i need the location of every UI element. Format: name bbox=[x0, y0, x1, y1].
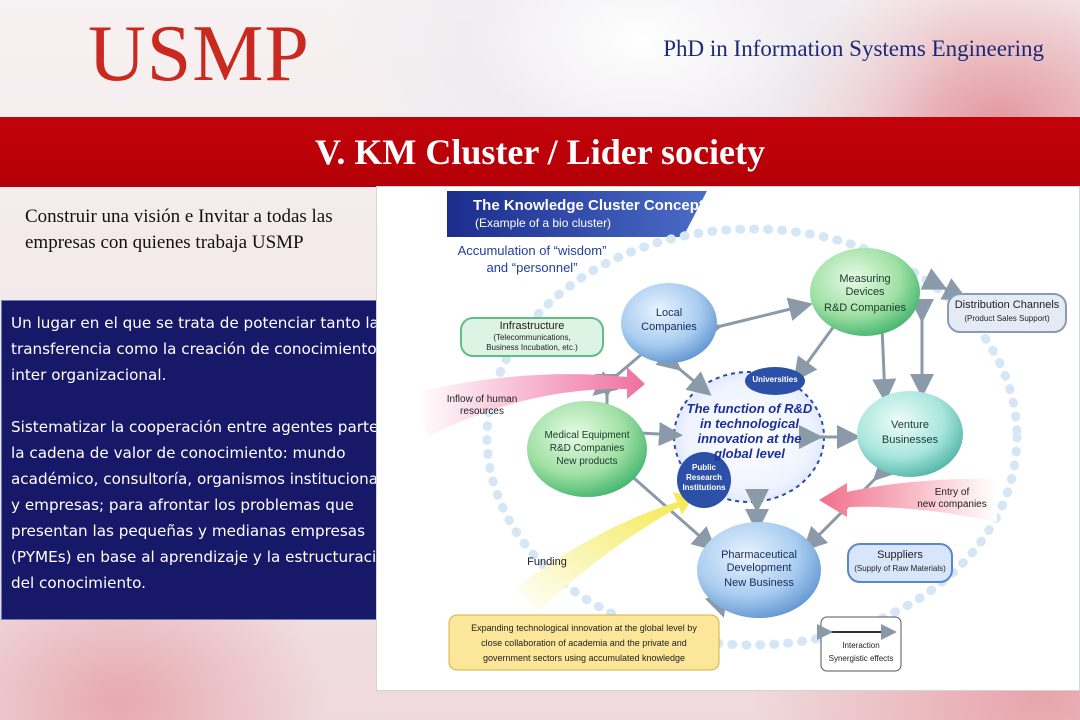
public-label-3: Institutions bbox=[682, 483, 726, 492]
inflow-label-2: resources bbox=[460, 406, 504, 417]
program-subtitle: PhD in Information Systems Engineering bbox=[663, 36, 1044, 61]
suppliers-label: Suppliers bbox=[877, 549, 923, 561]
expanding-box bbox=[448, 614, 720, 671]
infrastructure-box bbox=[460, 317, 604, 357]
center-label-2: in technological bbox=[700, 416, 799, 431]
center-label-1: The function of R&D bbox=[686, 401, 813, 416]
center-label-3: innovation at the bbox=[697, 431, 802, 446]
inflow-label-1: Inflow of human bbox=[446, 394, 518, 405]
venture-businesses-node bbox=[857, 391, 963, 477]
usmp-logo: USMP bbox=[88, 10, 310, 98]
description-paragraph-2: Sistematizar la cooperación entre agente… bbox=[11, 418, 403, 592]
inflow-arrow bbox=[417, 367, 645, 437]
local-companies-node bbox=[621, 283, 717, 363]
banner-title: The Knowledge Cluster Concept bbox=[473, 197, 704, 214]
suppliers-detail: (Supply of Raw Materials) bbox=[854, 564, 946, 573]
distribution-box bbox=[947, 293, 1067, 333]
universities-label: Universities bbox=[752, 375, 798, 384]
venture-label-2: Businesses bbox=[881, 434, 939, 446]
distribution-label: Distribution Channels bbox=[954, 299, 1060, 311]
measuring-label-2: Devices bbox=[845, 286, 885, 298]
legend-label-2: Synergistic effects bbox=[828, 654, 894, 663]
local-companies-label-1: Local bbox=[655, 307, 683, 319]
funding-arrow bbox=[517, 492, 693, 612]
medical-equipment-node bbox=[527, 401, 647, 497]
measuring-devices-node bbox=[810, 248, 920, 336]
funding-label: Funding bbox=[527, 556, 567, 568]
banner-shape bbox=[447, 191, 707, 237]
pharmaceutical-node bbox=[697, 522, 821, 618]
venture-label-1: Venture bbox=[891, 419, 929, 431]
public-research-node bbox=[677, 452, 731, 508]
intro-text: Construir una visión e Invitar a todas l… bbox=[25, 206, 333, 253]
measuring-label-1: Measuring bbox=[839, 273, 891, 285]
accumulation-text-1: Accumulation of “wisdom” bbox=[457, 243, 607, 258]
medical-label-1: Medical Equipment bbox=[544, 430, 630, 441]
banner-subtitle: (Example of a bio cluster) bbox=[475, 216, 612, 230]
description-paragraph-1: Un lugar en el que se trata de potenciar… bbox=[11, 314, 379, 384]
infrastructure-label: Infrastructure bbox=[499, 320, 565, 332]
universities-node bbox=[745, 367, 805, 395]
slide-title: V. KM Cluster / Lider society bbox=[315, 132, 765, 172]
pharma-label-1: Pharmaceutical bbox=[721, 549, 797, 561]
entry-label-1: Entry of bbox=[934, 487, 970, 498]
description-box: Un lugar en el que se trata de potenciar… bbox=[1, 300, 412, 620]
expanding-text-2: close collaboration of academia and the … bbox=[481, 638, 687, 648]
pharma-label-3: New Business bbox=[724, 577, 794, 589]
cluster-ring bbox=[482, 224, 1022, 650]
expanding-text-1: Expanding technological innovation at th… bbox=[471, 623, 697, 633]
infrastructure-detail-2: Business Incubation, etc.) bbox=[486, 343, 578, 352]
public-label-1: Public bbox=[691, 463, 716, 472]
medical-label-3: New products bbox=[556, 456, 618, 467]
local-companies-label-2: Companies bbox=[641, 321, 697, 333]
title-bar: V. KM Cluster / Lider society bbox=[0, 117, 1080, 187]
legend-label-1: Interaction bbox=[842, 641, 880, 650]
knowledge-cluster-diagram: The Knowledge Cluster Concept (Example o… bbox=[376, 186, 1080, 691]
diagram-graphics bbox=[417, 191, 1067, 672]
accumulation-text-2: and “personnel” bbox=[486, 260, 578, 275]
entry-arrow bbox=[819, 478, 997, 522]
suppliers-box bbox=[847, 543, 953, 583]
public-label-2: Research bbox=[685, 473, 723, 482]
expanding-text-3: government sectors using accumulated kno… bbox=[482, 653, 686, 663]
pharma-label-2: Development bbox=[726, 562, 792, 574]
entry-label-2: new companies bbox=[917, 499, 987, 510]
medical-label-2: R&D Companies bbox=[549, 443, 625, 454]
center-label-4: global level bbox=[714, 446, 785, 461]
infrastructure-detail-1: (Telecommunications, bbox=[493, 333, 571, 342]
distribution-detail: (Product Sales Support) bbox=[964, 314, 1050, 323]
measuring-label-3: R&D Companies bbox=[824, 302, 906, 314]
